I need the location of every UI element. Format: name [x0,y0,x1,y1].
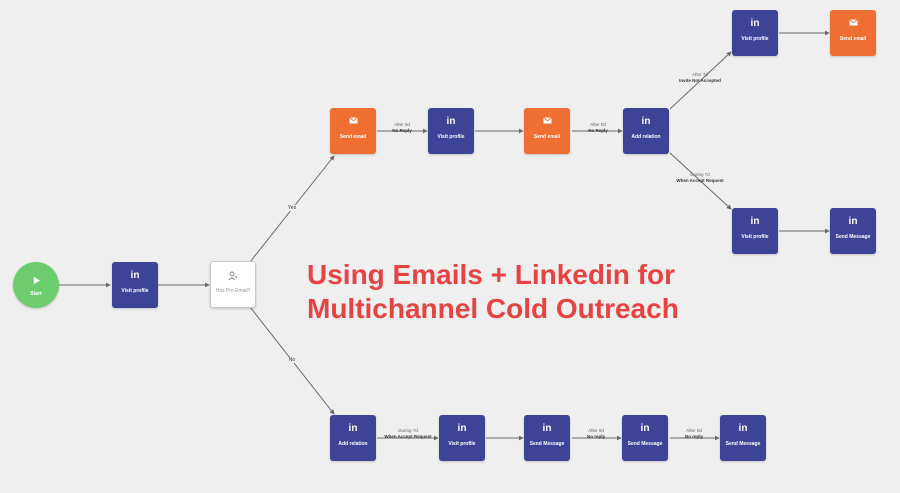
delay-time: During 7d [690,172,710,177]
has-pro-email-condition-node[interactable]: Has Pro Email? [210,261,256,308]
headline-line-1: Using Emails + Linkedin for [307,259,675,290]
linkedin-icon: in [640,423,650,434]
edge-delay-label: After 0d No Reply [588,122,608,133]
send-message-node[interactable]: in Send Message [720,415,766,461]
visit-profile-node[interactable]: in Visit profile [112,262,158,308]
branch-no-label: No [287,357,297,363]
add-relation-node[interactable]: in Add relation [330,415,376,461]
connector [669,152,732,210]
send-message-node[interactable]: in Send Message [524,415,570,461]
visit-profile-node[interactable]: in Visit profile [439,415,485,461]
node-label: Visit profile [121,288,149,294]
delay-condition: No reply [684,433,704,439]
linkedin-icon: in [750,216,760,227]
node-label: Start [30,291,42,297]
linkedin-icon: in [738,423,748,434]
linkedin-icon: in [446,116,456,127]
send-email-node[interactable]: Send email [830,10,876,56]
delay-condition: When Accept Request [676,177,724,183]
delay-time: After 0d [588,428,604,433]
headline: Using Emails + Linkedin for Multichannel… [307,258,679,326]
linkedin-icon: in [641,116,651,127]
linkedin-icon: in [750,18,760,29]
visit-profile-node[interactable]: in Visit profile [732,10,778,56]
send-message-node[interactable]: in Send Message [622,415,668,461]
node-label: Add relation [338,441,368,447]
branch-yes-label: Yes [286,205,298,211]
envelope-icon [524,117,570,124]
delay-time: After 0d [686,428,702,433]
edge-delay-label: After 7d Invite Not Accepted [679,72,721,83]
add-relation-node[interactable]: in Add relation [623,108,669,154]
edge-delay-label: During 7d When Accept Request [384,428,431,439]
connector [669,51,732,110]
node-label: Send Message [529,441,565,447]
node-label: Send email [339,134,367,140]
delay-time: After 0d [394,122,410,127]
node-label: Visit profile [448,441,476,447]
visit-profile-node[interactable]: in Visit profile [428,108,474,154]
node-label: Has Pro Email? [215,288,251,294]
condition-icon [211,271,255,281]
edge-delay-label: After 0d No reply [587,428,605,439]
linkedin-icon: in [457,423,467,434]
linkedin-icon: in [348,423,358,434]
delay-condition: Invite Not Accepted [679,77,721,83]
node-label: Send email [533,134,561,140]
node-label: Send Message [627,441,663,447]
node-label: Send email [839,36,867,42]
start-node[interactable]: Start [13,262,59,308]
delay-condition: No Reply [392,127,412,133]
headline-line-2: Multichannel Cold Outreach [307,293,679,324]
envelope-icon [330,117,376,124]
edge-delay-label: After 0d No reply [685,428,703,439]
send-email-node[interactable]: Send email [330,108,376,154]
envelope-icon [830,19,876,26]
edge-delay-label: After 0d No Reply [392,122,412,133]
play-icon [13,276,59,285]
delay-condition: When Accept Request [384,433,432,439]
node-label: Add relation [631,134,661,140]
visit-profile-node[interactable]: in Visit profile [732,208,778,254]
linkedin-icon: in [848,216,858,227]
edge-delay-label: During 7d When Accept Request [676,172,723,183]
delay-time: After 0d [590,122,606,127]
linkedin-icon: in [542,423,552,434]
node-label: Send Message [835,234,871,240]
node-label: Visit profile [437,134,465,140]
delay-time: After 7d [692,72,708,77]
node-label: Visit profile [741,36,769,42]
delay-condition: No reply [586,433,606,439]
delay-time: During 7d [398,428,418,433]
node-label: Send Message [725,441,761,447]
send-email-node[interactable]: Send email [524,108,570,154]
node-label: Visit profile [741,234,769,240]
delay-condition: No Reply [588,127,608,133]
send-message-node[interactable]: in Send Message [830,208,876,254]
linkedin-icon: in [130,270,140,281]
